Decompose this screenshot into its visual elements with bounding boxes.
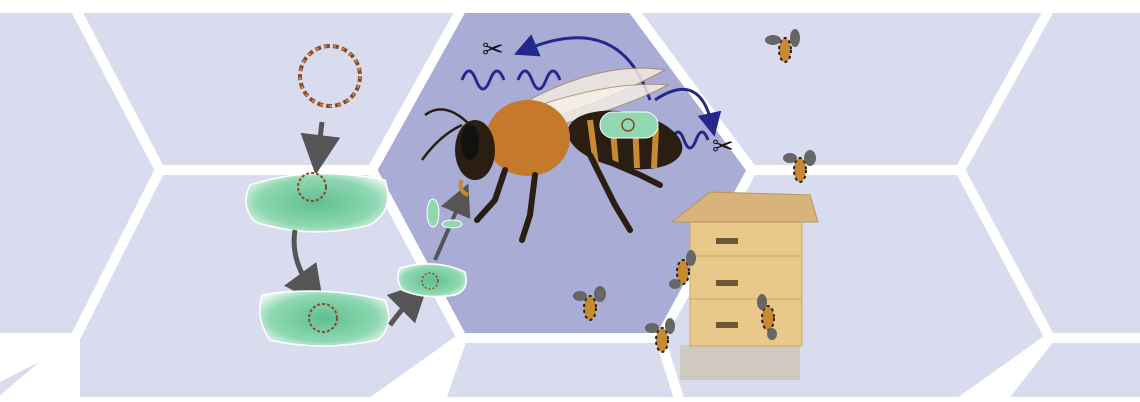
honeybee-icon [420, 67, 683, 243]
flying-bee-icon [573, 286, 606, 321]
hex-grid [0, 3, 1140, 402]
arrow-colonization [433, 183, 471, 261]
bacterium-icon [245, 172, 389, 233]
bacterium-icon [259, 290, 390, 347]
scissors-icon: ✂ [482, 35, 504, 65]
dsrna-wave-icon [516, 69, 562, 91]
arrow-plasmid-to-bacterium [300, 121, 341, 175]
hex-cell [0, 165, 165, 402]
gut-bacterium-icon [599, 111, 659, 139]
bacterium-icon [441, 219, 463, 229]
bacterium-icon [426, 198, 440, 228]
bacterium-icon [397, 263, 467, 298]
flying-bee-icon [765, 29, 800, 63]
hex-cell [995, 333, 1140, 402]
dsrna-wave-icon [460, 69, 506, 91]
arrow-to-bee [386, 280, 430, 327]
flying-bee-icon [757, 294, 777, 340]
hex-cell [435, 333, 685, 402]
flying-bee-icon [783, 150, 816, 183]
rna-arrow [654, 88, 722, 137]
beehive-icon [670, 191, 819, 380]
arrow-transformation [284, 229, 324, 307]
plasmid-icon [298, 44, 362, 108]
flying-bee-icon [669, 250, 696, 289]
scissors-icon: ✂ [712, 132, 734, 162]
flying-bee-icon [645, 318, 675, 353]
